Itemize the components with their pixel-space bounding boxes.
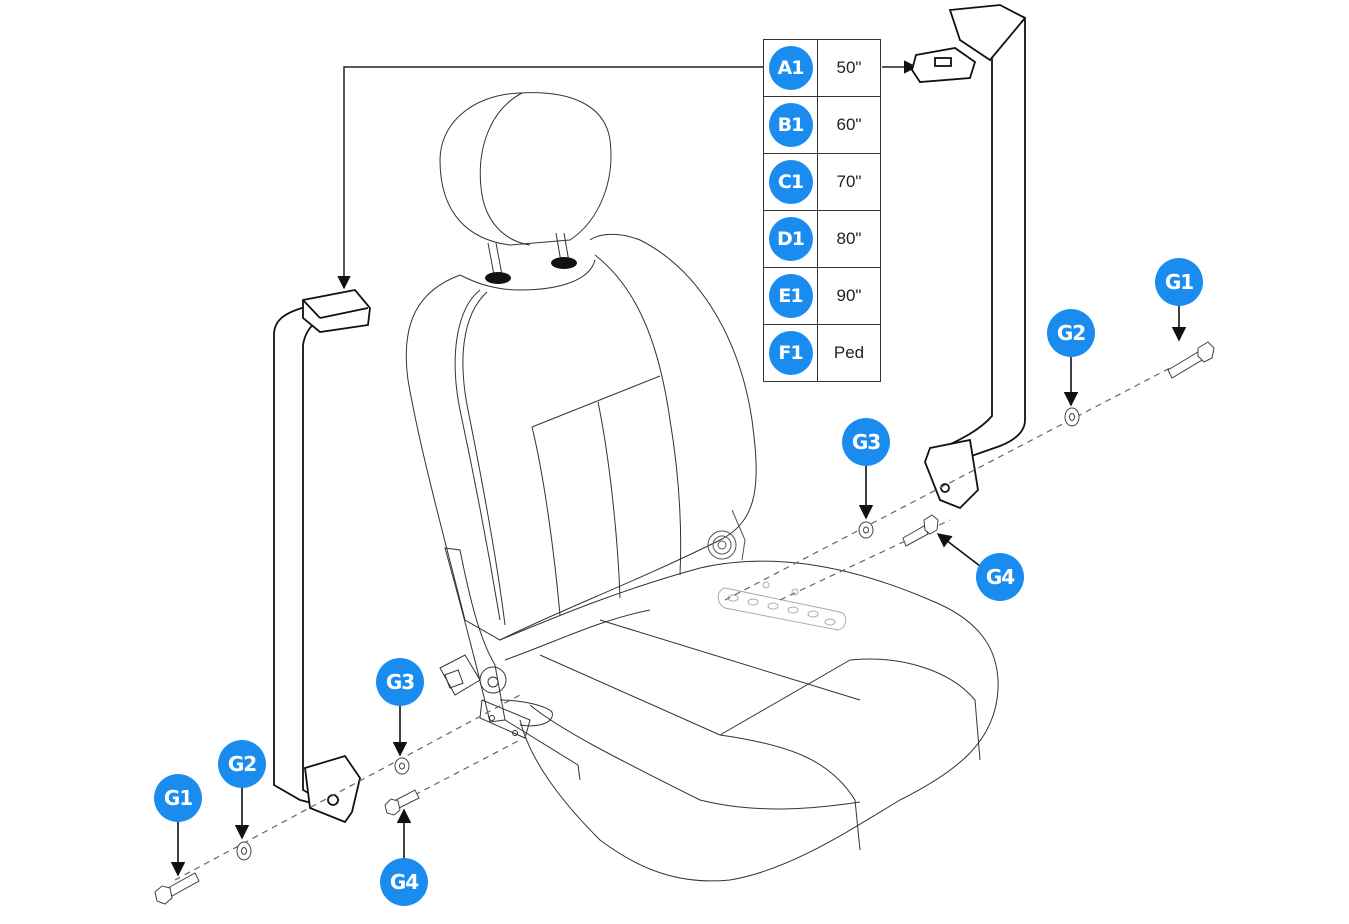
legend-length: 70" bbox=[817, 153, 881, 211]
legend-row: A1 50" bbox=[763, 39, 881, 97]
bolt-g1-left bbox=[154, 872, 200, 905]
washer-g3-right bbox=[858, 521, 874, 539]
legend-length: 80" bbox=[817, 210, 881, 268]
legend-length: 90" bbox=[817, 267, 881, 325]
legend-code-badge[interactable]: E1 bbox=[768, 274, 813, 318]
washer-g3-left bbox=[394, 757, 410, 775]
legend-length: 60" bbox=[817, 96, 881, 154]
seat-cushion bbox=[499, 560, 999, 882]
belt-length-legend: A1 50" B1 60" C1 70" D1 80" E1 90" F1 Pe… bbox=[763, 39, 881, 382]
washer-g2-left bbox=[236, 841, 252, 861]
backrest bbox=[405, 233, 757, 641]
callout-g2-left[interactable]: G2 bbox=[218, 740, 266, 788]
hardware-left bbox=[154, 757, 420, 905]
bolt-g4-left bbox=[384, 789, 420, 816]
headrest bbox=[439, 92, 612, 276]
legend-code-badge[interactable]: D1 bbox=[768, 217, 813, 261]
bolt-g4-right bbox=[902, 514, 939, 547]
callout-g2-right[interactable]: G2 bbox=[1047, 309, 1095, 357]
recline-spring-right bbox=[707, 509, 746, 561]
legend-code-badge[interactable]: B1 bbox=[768, 103, 813, 147]
legend-length: Ped bbox=[817, 324, 881, 382]
callout-g4-left[interactable]: G4 bbox=[380, 858, 428, 906]
legend-row: C1 70" bbox=[763, 153, 881, 211]
legend-code-badge[interactable]: A1 bbox=[768, 46, 813, 90]
legend-code-badge[interactable]: C1 bbox=[768, 160, 813, 204]
legend-row: B1 60" bbox=[763, 96, 881, 154]
headrest-post-collars bbox=[485, 257, 577, 284]
callout-g1-left[interactable]: G1 bbox=[154, 774, 202, 822]
bolt-g1-right bbox=[1167, 341, 1215, 379]
legend-row: F1 Ped bbox=[763, 324, 881, 382]
callout-g3-right[interactable]: G3 bbox=[842, 418, 890, 466]
legend-row: E1 90" bbox=[763, 267, 881, 325]
callout-g1-right[interactable]: G1 bbox=[1155, 258, 1203, 306]
mounting-bracket bbox=[717, 581, 847, 631]
hardware-right bbox=[858, 341, 1215, 547]
seat-belt-left bbox=[273, 289, 371, 824]
legend-length: 50" bbox=[817, 39, 881, 97]
washer-g2-right bbox=[1064, 407, 1080, 427]
recline-hinge-left bbox=[439, 547, 581, 781]
legend-code-badge[interactable]: F1 bbox=[768, 331, 813, 375]
legend-leader-lines bbox=[337, 60, 918, 290]
callout-g3-left[interactable]: G3 bbox=[376, 658, 424, 706]
callout-g4-right[interactable]: G4 bbox=[976, 553, 1024, 601]
legend-row: D1 80" bbox=[763, 210, 881, 268]
callout-arrows bbox=[170, 306, 1187, 877]
seat-belt-right bbox=[911, 4, 1027, 510]
